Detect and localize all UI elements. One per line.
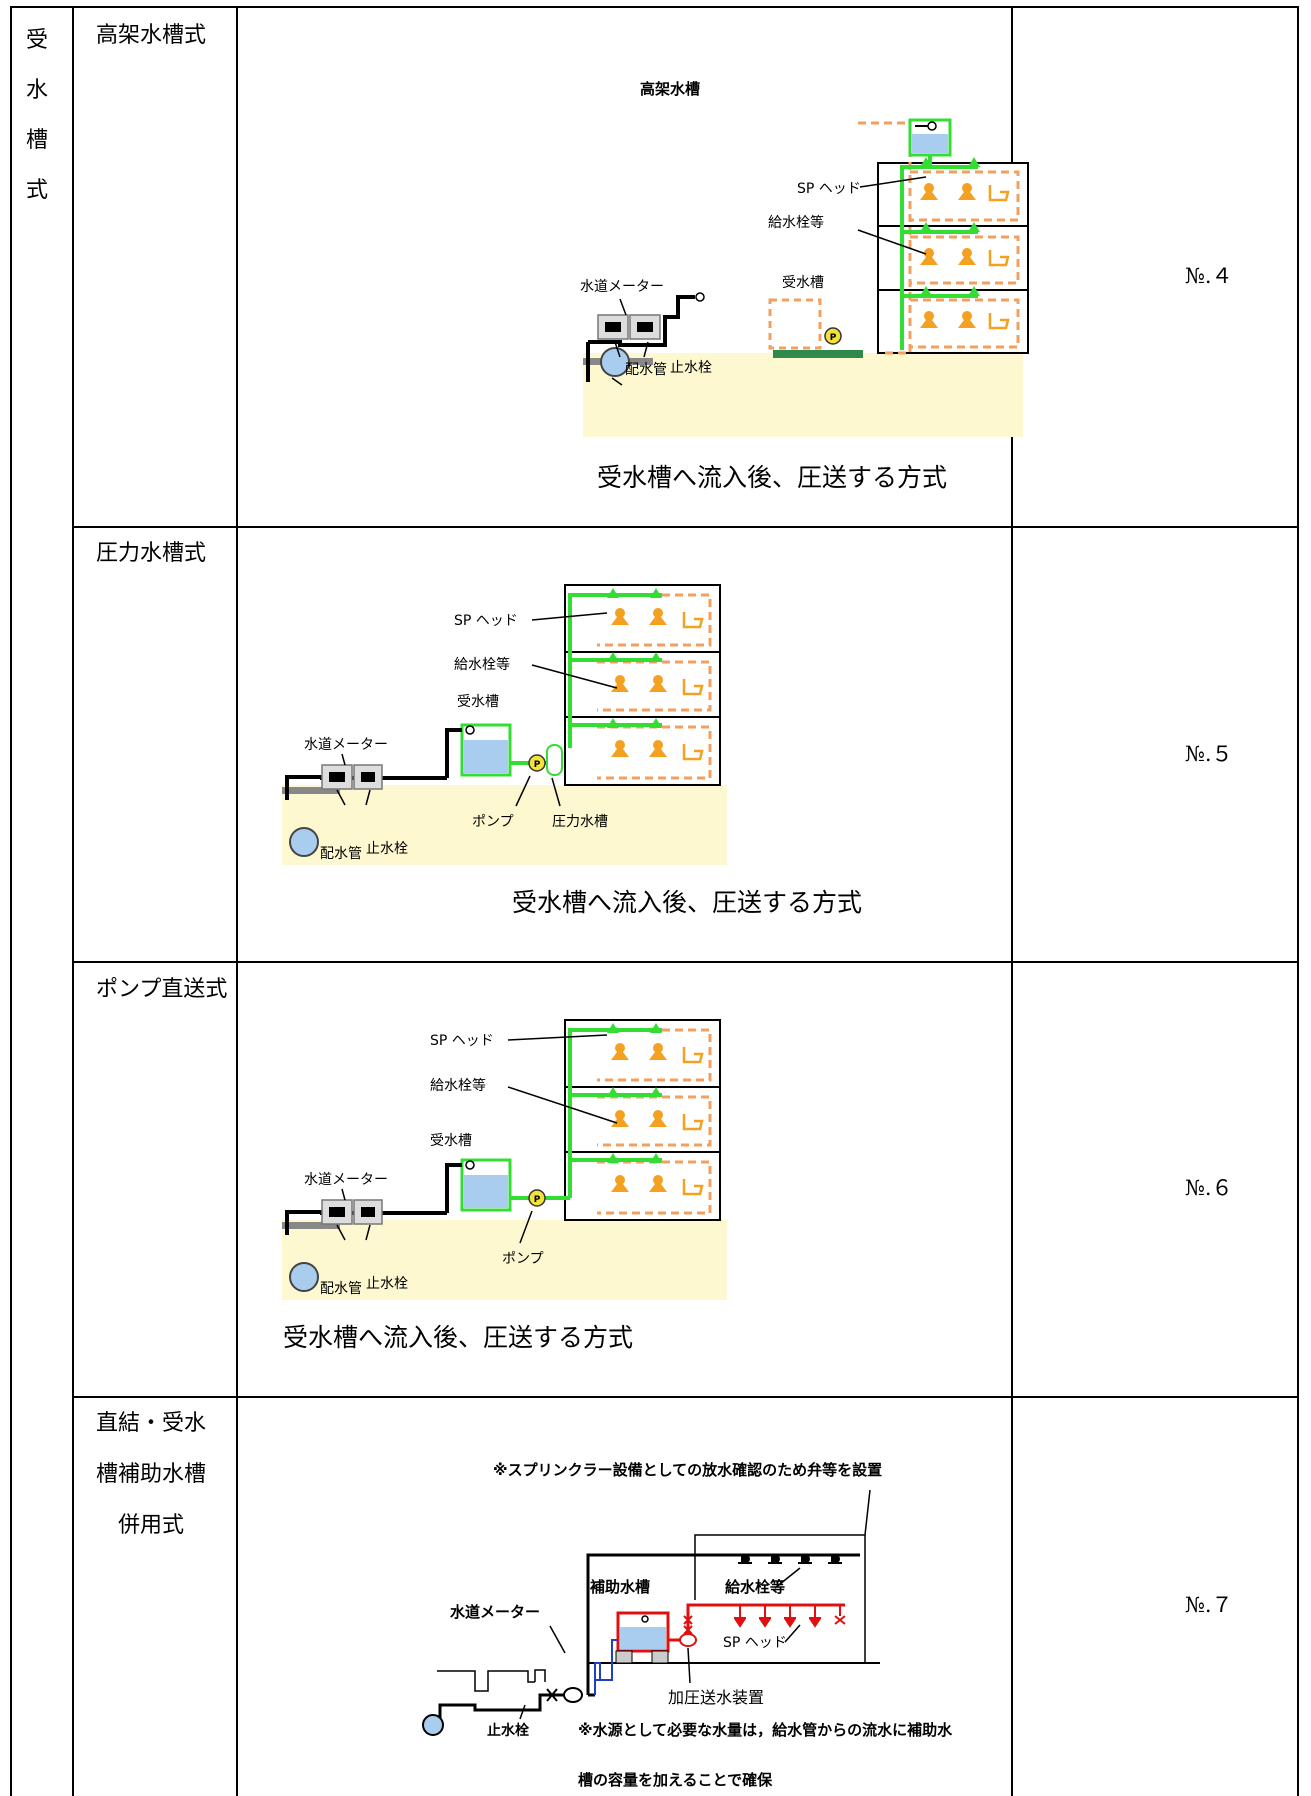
label-stop-valve: 止水栓 [366,1276,408,1292]
label-main-pipe: 配水管 [320,846,362,862]
table-border-col3 [1011,6,1013,1796]
label-stop-valve: 止水栓 [366,841,408,857]
row-name-elevated-tank: 高架水槽式 [96,23,207,48]
pump-symbol [824,327,842,345]
label-sp-head: SP ヘッド [430,1033,494,1049]
row-name-combined-line-2: 槽補助水槽 [96,1462,207,1487]
note-top: ※スプリンクラー設備としての放水確認のため弁等を設置 [493,1461,882,1479]
svg-text:P: P [534,1195,541,1205]
row-divider-2 [72,961,1299,963]
pump-symbol [528,1189,546,1207]
row-name-combined-line-1: 直結・受水 [96,1411,207,1436]
label-pump: ポンプ [502,1251,544,1267]
label-aux-tank: 補助水槽 [589,1578,650,1596]
label-water-meter: 水道メーター [304,1172,388,1188]
ground-area [282,1220,727,1300]
water-meter-symbol [563,1687,583,1703]
table-border-right [1297,6,1299,1796]
diagram-elevated-tank: 高架水槽 SP ヘッド 給水栓等 P 受水槽 水道メーター 配水 [580,80,1029,437]
label-water-meter: 水道メーター [304,737,388,753]
svg-text:P: P [830,333,837,343]
label-stop-valve: 止水栓 [487,1722,529,1739]
tank-pad [773,350,863,358]
ground-area [583,353,1023,437]
row-name-combined-line-3: 併用式 [118,1513,185,1538]
label-receiving-tank: 受水槽 [782,275,824,291]
row-number-7: №.７ [1185,1593,1233,1617]
category-char-3: 槽 [25,128,48,153]
booster-pump [679,1633,697,1647]
row-number-5: №.５ [1185,742,1233,766]
main-pipe [422,1714,444,1736]
label-main-pipe: 配水管 [625,362,667,378]
diagram-combined: ※スプリンクラー設備としての放水確認のため弁等を設置 補助水槽 給水栓等 水道メ… [422,1461,953,1789]
category-char-4: 式 [25,178,48,203]
label-elevated-tank: 高架水槽 [640,80,700,98]
svg-text:P: P [534,760,541,770]
label-receiving-tank: 受水槽 [430,1133,472,1149]
label-sp-head: SP ヘッド [797,181,861,197]
main-pipe [600,347,630,377]
label-main-pipe: 配水管 [320,1281,362,1297]
table-border-col2 [236,6,238,1796]
label-booster: 加圧送水装置 [668,1688,764,1707]
receiving-tank [768,298,822,350]
label-stop-valve: 止水栓 [670,360,712,376]
table-border-left [10,6,12,1796]
label-pressure-tank: 圧力水槽 [552,814,608,830]
note-bottom-line-1: ※水源として必要な水量は，給水管からの流水に補助水 [578,1721,953,1739]
ground-area [282,785,727,865]
diagram-pump-direct: SP ヘッド 給水栓等 受水槽 P 水道メーター 配水管 止水栓 ポンプ [282,1019,727,1300]
label-faucet: 給水栓等 [768,214,824,231]
caption-elevated-tank: 受水槽へ流入後、圧送する方式 [597,463,948,492]
label-sp-head: SP ヘッド [723,1635,787,1651]
label-faucet: 給水栓等 [430,1077,486,1094]
category-char-1: 受 [25,28,48,53]
caption-pump-direct: 受水槽へ流入後、圧送する方式 [283,1323,634,1352]
diagram-pressure-tank: SP ヘッド 給水栓等 受水槽 P 水道メーター 配水管 止水栓 ポンプ 圧力水… [282,584,727,865]
label-water-meter: 水道メーター [580,279,664,295]
pressure-tank-symbol [546,744,563,776]
main-pipe [289,827,319,857]
pump-symbol [528,754,546,772]
row-name-pressure-tank: 圧力水槽式 [96,541,207,566]
table-border-top [10,6,1299,8]
category-char-2: 水 [25,78,48,103]
label-water-meter: 水道メーター [450,1603,540,1621]
main-pipe [289,1262,319,1292]
row-number-6: №.６ [1185,1176,1233,1200]
row-number-4: №.４ [1185,264,1233,288]
label-receiving-tank: 受水槽 [457,694,499,710]
caption-pressure-tank: 受水槽へ流入後、圧送する方式 [512,888,863,917]
building-outline [694,1534,866,1662]
label-pump: ポンプ [472,814,514,830]
label-faucet: 給水栓等 [454,656,510,673]
row-name-pump-direct: ポンプ直送式 [96,977,228,1002]
label-sp-head: SP ヘッド [454,613,518,629]
label-faucet: 給水栓等 [725,1578,785,1596]
note-bottom-line-2: 槽の容量を加えることで確保 [578,1771,773,1789]
table-border-col1 [72,6,74,1796]
row-divider-1 [72,526,1299,528]
row-divider-3 [72,1396,1299,1398]
